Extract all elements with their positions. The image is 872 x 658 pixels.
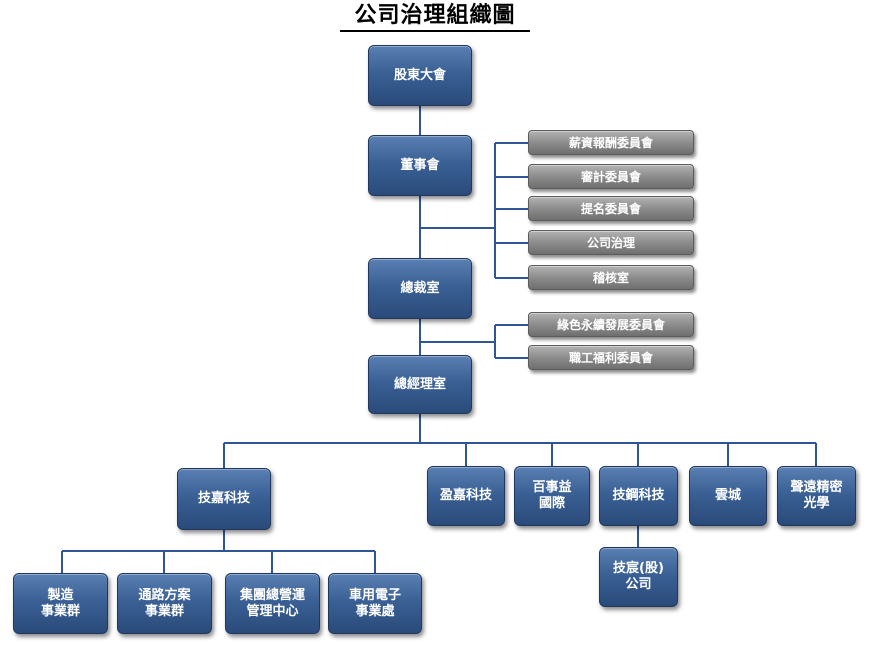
- committee-welfare: 職工福利委員會: [528, 345, 694, 370]
- node-label: 總經理室: [393, 376, 446, 392]
- node-techjia: 技嘉科技: [177, 468, 271, 530]
- node-shengyuan: 聲遠精密 光學: [777, 466, 856, 526]
- committee-nomination: 提名委員會: [528, 196, 694, 221]
- node-jichen: 技宸(股) 公司: [599, 547, 678, 607]
- node-baishiyi: 百事益 國際: [514, 466, 590, 526]
- committee-sustainability: 綠色永續發展委員會: [528, 312, 694, 337]
- node-label: 百事益 國際: [532, 480, 572, 511]
- node-automotive: 車用電子 事業處: [328, 573, 422, 634]
- node-label: 董事會: [400, 157, 440, 173]
- node-label: 總裁室: [400, 280, 440, 296]
- node-label: 製造 事業群: [40, 587, 80, 619]
- node-president-office: 總裁室: [368, 258, 472, 319]
- committee-label: 綠色永續發展委員會: [556, 318, 665, 332]
- node-jigang: 技鋼科技: [599, 466, 678, 526]
- committee-internal-audit: 稽核室: [528, 265, 694, 290]
- node-label: 技鋼科技: [612, 488, 665, 503]
- committee-label: 提名委員會: [580, 202, 641, 216]
- node-label: 技嘉科技: [197, 491, 250, 506]
- node-label: 股東大會: [393, 67, 446, 83]
- committee-governance: 公司治理: [528, 230, 694, 255]
- committee-label: 審計委員會: [580, 170, 641, 184]
- node-group-ops: 集團總營運 管理中心: [225, 573, 320, 634]
- chart-title: 公司治理組織圖: [340, 2, 530, 32]
- node-yuncheng: 雲城: [689, 466, 767, 526]
- committee-label: 職工福利委員會: [568, 351, 653, 365]
- node-label: 雲城: [714, 488, 741, 503]
- committee-label: 公司治理: [586, 236, 635, 250]
- node-label: 聲遠精密 光學: [790, 480, 843, 511]
- node-shareholders: 股東大會: [368, 45, 472, 106]
- node-label: 通路方案 事業群: [138, 587, 191, 619]
- node-label: 車用電子 事業處: [348, 587, 401, 619]
- node-label: 盈嘉科技: [439, 488, 492, 503]
- node-label: 技宸(股) 公司: [613, 561, 664, 592]
- node-yingjia: 盈嘉科技: [427, 466, 505, 526]
- committee-audit: 審計委員會: [528, 164, 694, 189]
- committee-label: 薪資報酬委員會: [568, 136, 653, 150]
- node-manufacturing: 製造 事業群: [13, 573, 108, 634]
- node-channel: 通路方案 事業群: [117, 573, 212, 634]
- node-label: 集團總營運 管理中心: [239, 587, 305, 619]
- committee-label: 稽核室: [592, 271, 629, 285]
- node-gm-office: 總經理室: [368, 355, 472, 414]
- committee-remuneration: 薪資報酬委員會: [528, 130, 694, 155]
- node-board: 董事會: [368, 135, 472, 196]
